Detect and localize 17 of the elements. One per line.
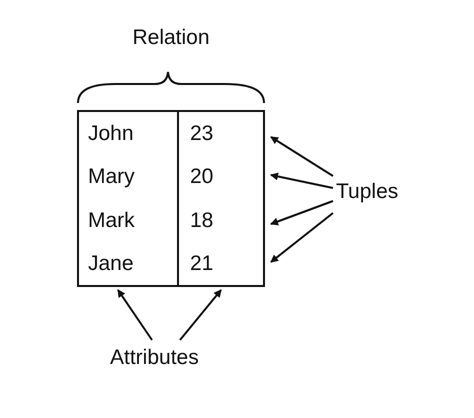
relation-heading: Relation [131,26,211,50]
arrow [179,289,222,341]
name-text: John [88,122,134,146]
name-text: Mary [88,165,135,189]
arrow [117,289,153,341]
tuples-label: Tuples [336,180,398,204]
name-text: Jane [88,252,134,276]
arrow [270,136,334,177]
age-value: 21 [190,252,214,276]
attributes-label: Attributes [110,346,199,370]
arrow [270,212,334,263]
age-value: 18 [190,209,214,233]
arrow [270,172,334,189]
age-value: 23 [190,122,214,146]
age-value: 20 [190,165,214,189]
arrow [270,200,334,226]
name-text: Mark [88,209,135,233]
